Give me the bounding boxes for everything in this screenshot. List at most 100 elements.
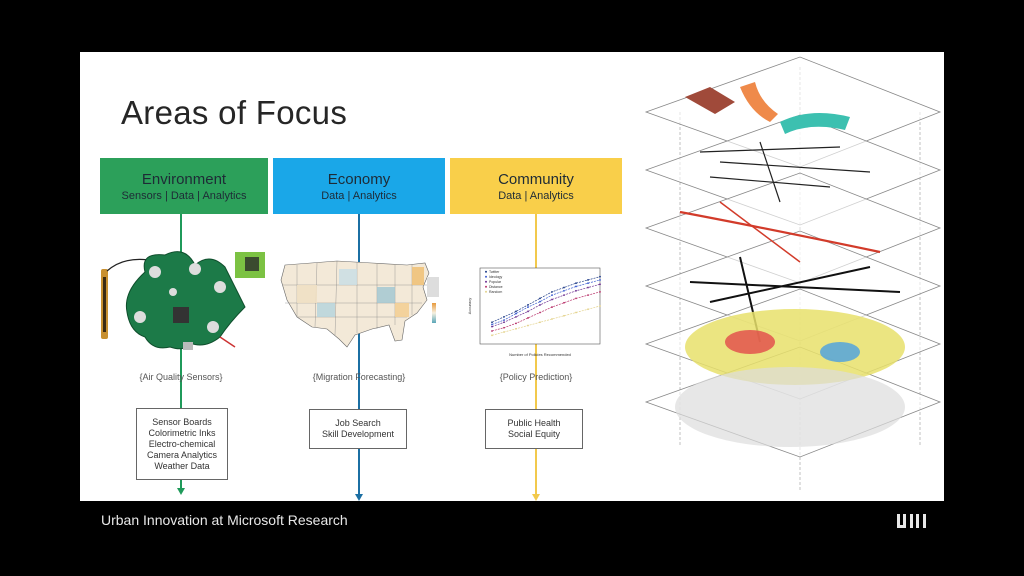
data-point bbox=[563, 286, 565, 289]
data-point bbox=[551, 298, 553, 301]
data-point bbox=[599, 275, 601, 278]
data-point bbox=[563, 301, 565, 304]
data-point bbox=[491, 321, 493, 324]
community-line bbox=[535, 214, 537, 494]
data-point bbox=[491, 334, 493, 337]
chart-xlabel: Number of Policies Recommended bbox=[509, 352, 571, 357]
series-line-random bbox=[491, 305, 601, 336]
data-point bbox=[599, 305, 601, 307]
data-point bbox=[527, 324, 529, 327]
uii-logo-icon bbox=[897, 514, 926, 528]
legend-marker bbox=[485, 290, 487, 293]
data-point bbox=[599, 279, 601, 281]
data-point bbox=[575, 311, 577, 314]
chart-frame bbox=[479, 267, 601, 345]
community-items-box: Public Health Social Equity bbox=[485, 409, 583, 449]
data-point bbox=[527, 306, 529, 308]
list-item: Colorimetric Inks bbox=[148, 428, 216, 438]
data-point bbox=[539, 297, 541, 300]
list-item: Weather Data bbox=[154, 461, 210, 471]
list-item: Social Equity bbox=[507, 429, 561, 439]
data-point bbox=[551, 294, 553, 297]
data-point bbox=[539, 300, 541, 303]
chart-ylabel: Accuracy bbox=[467, 298, 472, 314]
data-point bbox=[575, 289, 577, 292]
data-point bbox=[503, 331, 505, 333]
environment-header: Environment Sensors | Data | Analytics bbox=[100, 158, 268, 214]
footer-text: Urban Innovation at Microsoft Research bbox=[101, 512, 348, 528]
environment-subheading: Sensors | Data | Analytics bbox=[121, 190, 247, 202]
data-point bbox=[539, 311, 541, 314]
data-point bbox=[563, 294, 565, 297]
community-heading: Community bbox=[498, 171, 574, 188]
legend-label: Ideology bbox=[489, 275, 502, 279]
data-point bbox=[515, 322, 517, 325]
urban-layers-image bbox=[644, 56, 942, 492]
legend-label: Popular bbox=[489, 280, 502, 284]
data-point bbox=[503, 315, 505, 318]
data-point bbox=[599, 290, 601, 293]
economy-line bbox=[358, 214, 360, 494]
environment-caption: {Air Quality Sensors} bbox=[139, 372, 223, 382]
economy-heading: Economy bbox=[327, 171, 391, 188]
data-point bbox=[515, 315, 517, 318]
series-line-twitter bbox=[491, 276, 601, 323]
community-arrow bbox=[532, 494, 540, 501]
list-item: Camera Analytics bbox=[146, 450, 218, 460]
data-point bbox=[587, 294, 589, 297]
data-point bbox=[515, 327, 517, 330]
data-point bbox=[575, 282, 577, 285]
legend-marker bbox=[485, 285, 487, 288]
data-point bbox=[551, 306, 553, 308]
environment-heading: Environment bbox=[141, 171, 227, 188]
series-line-ideology bbox=[491, 279, 601, 325]
data-point bbox=[491, 323, 493, 326]
data-point bbox=[527, 317, 529, 319]
sensor-board-image bbox=[101, 251, 265, 350]
data-point bbox=[503, 319, 505, 322]
data-point bbox=[587, 279, 589, 281]
list-item: Electro-chemical bbox=[148, 439, 216, 449]
economy-subheading: Data | Analytics bbox=[321, 190, 397, 202]
data-point bbox=[527, 304, 529, 306]
legend-label: Random bbox=[489, 290, 502, 294]
economy-arrow bbox=[355, 494, 363, 501]
migration-map-image bbox=[280, 260, 439, 348]
series-line-popular bbox=[491, 283, 601, 327]
data-point bbox=[503, 321, 505, 324]
legend-label: Twitter bbox=[489, 270, 500, 274]
data-point bbox=[539, 304, 541, 306]
data-point bbox=[491, 330, 493, 332]
slide: Areas of Focus Environment Sensors | Dat… bbox=[80, 52, 944, 501]
data-point bbox=[587, 282, 589, 285]
environment-line bbox=[180, 214, 182, 488]
data-point bbox=[563, 289, 565, 292]
legend-marker bbox=[485, 280, 487, 283]
list-item: Public Health bbox=[507, 418, 561, 428]
data-point bbox=[575, 285, 577, 288]
community-header: Community Data | Analytics bbox=[450, 158, 622, 214]
data-point bbox=[575, 297, 577, 300]
data-point bbox=[563, 314, 565, 317]
economy-caption: {Migration Forecasting} bbox=[312, 372, 406, 382]
data-point bbox=[491, 325, 493, 328]
community-caption: {Policy Prediction} bbox=[499, 372, 573, 382]
data-point bbox=[551, 318, 553, 320]
series-line-distance bbox=[491, 291, 601, 332]
legend-marker bbox=[485, 275, 487, 278]
data-point bbox=[587, 286, 589, 289]
data-point bbox=[587, 308, 589, 311]
environment-items-box: Sensor Boards Colorimetric Inks Electro-… bbox=[136, 408, 228, 480]
list-item: Skill Development bbox=[321, 429, 395, 439]
data-point bbox=[551, 290, 553, 293]
slide-title: Areas of Focus bbox=[121, 94, 348, 131]
data-point bbox=[527, 310, 529, 313]
environment-arrow bbox=[177, 488, 185, 495]
list-item: Job Search bbox=[335, 418, 381, 428]
data-point bbox=[599, 283, 601, 286]
data-point bbox=[515, 310, 517, 313]
list-item: Sensor Boards bbox=[152, 417, 212, 427]
community-subheading: Data | Analytics bbox=[498, 190, 574, 202]
data-point bbox=[503, 326, 505, 329]
